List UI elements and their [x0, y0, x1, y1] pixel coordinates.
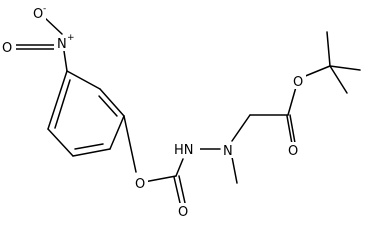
- tbutyl-ester-group: O O: [249, 31, 361, 159]
- nitro-o-top-label: O: [33, 7, 43, 22]
- carbamate-group: O O: [123, 115, 191, 220]
- ring-inner-bond: [74, 143, 104, 150]
- o-c-bond: [143, 175, 177, 183]
- c-o-double-bond: [178, 175, 186, 204]
- c-o-double-bond: [173, 176, 181, 204]
- n-methyl-bond: [231, 156, 238, 184]
- tbu-methyl-bond: [326, 31, 331, 67]
- chemical-structure-canvas: N + O O - O O HN N: [0, 4, 361, 220]
- o-c-bond: [302, 65, 331, 78]
- ring-bond: [109, 115, 125, 150]
- ring-o-bond: [123, 115, 137, 173]
- tbu-methyl-bond: [329, 65, 348, 94]
- nitro-o-left-label: O: [2, 41, 12, 56]
- hydrazine-n-label: N: [223, 144, 233, 159]
- ring-inner-bond: [98, 95, 118, 117]
- nitro-o-top-charge: -: [43, 4, 46, 14]
- molecule-drawing: N + O O - O O HN N: [0, 4, 361, 220]
- ring-bond: [47, 70, 68, 130]
- ring-bond: [72, 148, 111, 157]
- nitro-group: N + O O -: [0, 4, 75, 72]
- hydrazine-group: HN N: [172, 114, 251, 184]
- c-n-bond: [63, 50, 68, 72]
- ring-bond: [66, 70, 101, 90]
- ring-bond: [99, 88, 125, 117]
- nitro-n-charge: +: [67, 33, 75, 43]
- c-o-double-bond: [286, 115, 293, 145]
- c-o-double-bond: [289, 114, 296, 144]
- carbonyl-o-label: O: [178, 205, 188, 220]
- nh-label: HN: [174, 143, 194, 158]
- ester-o-label: O: [135, 177, 145, 192]
- c-nh-bond: [175, 158, 184, 177]
- n-o-bond: [44, 17, 63, 35]
- n-ch2-bond: [231, 114, 251, 142]
- tbu-methyl-bond: [329, 65, 361, 71]
- nitro-n-label: N: [57, 37, 67, 52]
- tbu-ester-o-label: O: [293, 75, 303, 90]
- c-o-bond: [287, 86, 297, 116]
- ring-bond: [47, 128, 74, 157]
- benzene-ring: [47, 70, 125, 157]
- tbu-carbonyl-o-label: O: [288, 144, 298, 159]
- ring-inner-bond: [54, 79, 71, 129]
